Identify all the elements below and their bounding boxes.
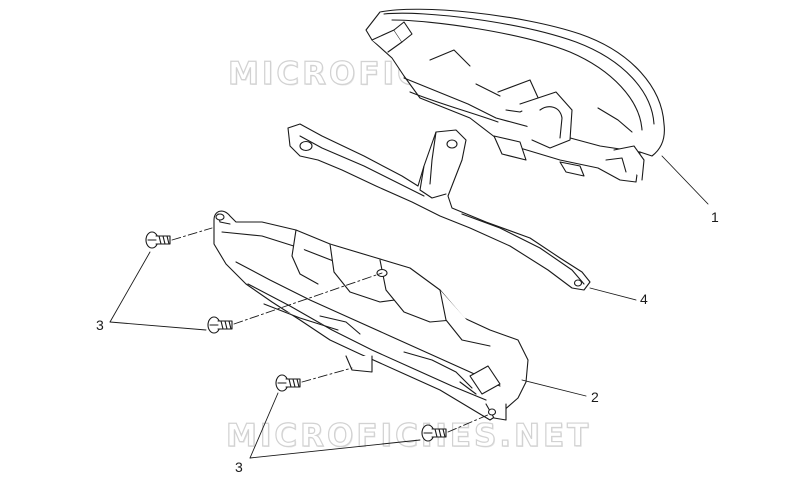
alignment-lines (171, 227, 491, 433)
screw-bottom (421, 424, 447, 442)
part-4-bracket (287, 123, 591, 291)
screw-upper-left (145, 231, 171, 249)
callout-3-screws-bottom: 3 (235, 459, 243, 475)
callout-3-screws-left: 3 (96, 317, 104, 333)
callout-4-bracket: 4 (640, 291, 648, 307)
screw-middle-left (207, 316, 233, 334)
callout-2-cover: 2 (591, 389, 599, 405)
screw-center (275, 374, 301, 392)
leader-lines (109, 155, 709, 459)
callout-1-dashboard: 1 (711, 209, 719, 225)
watermark-lower: MICROFICHES.NET (225, 417, 592, 454)
part-2-cover (213, 210, 529, 421)
part-1-dashboard (365, 8, 665, 183)
